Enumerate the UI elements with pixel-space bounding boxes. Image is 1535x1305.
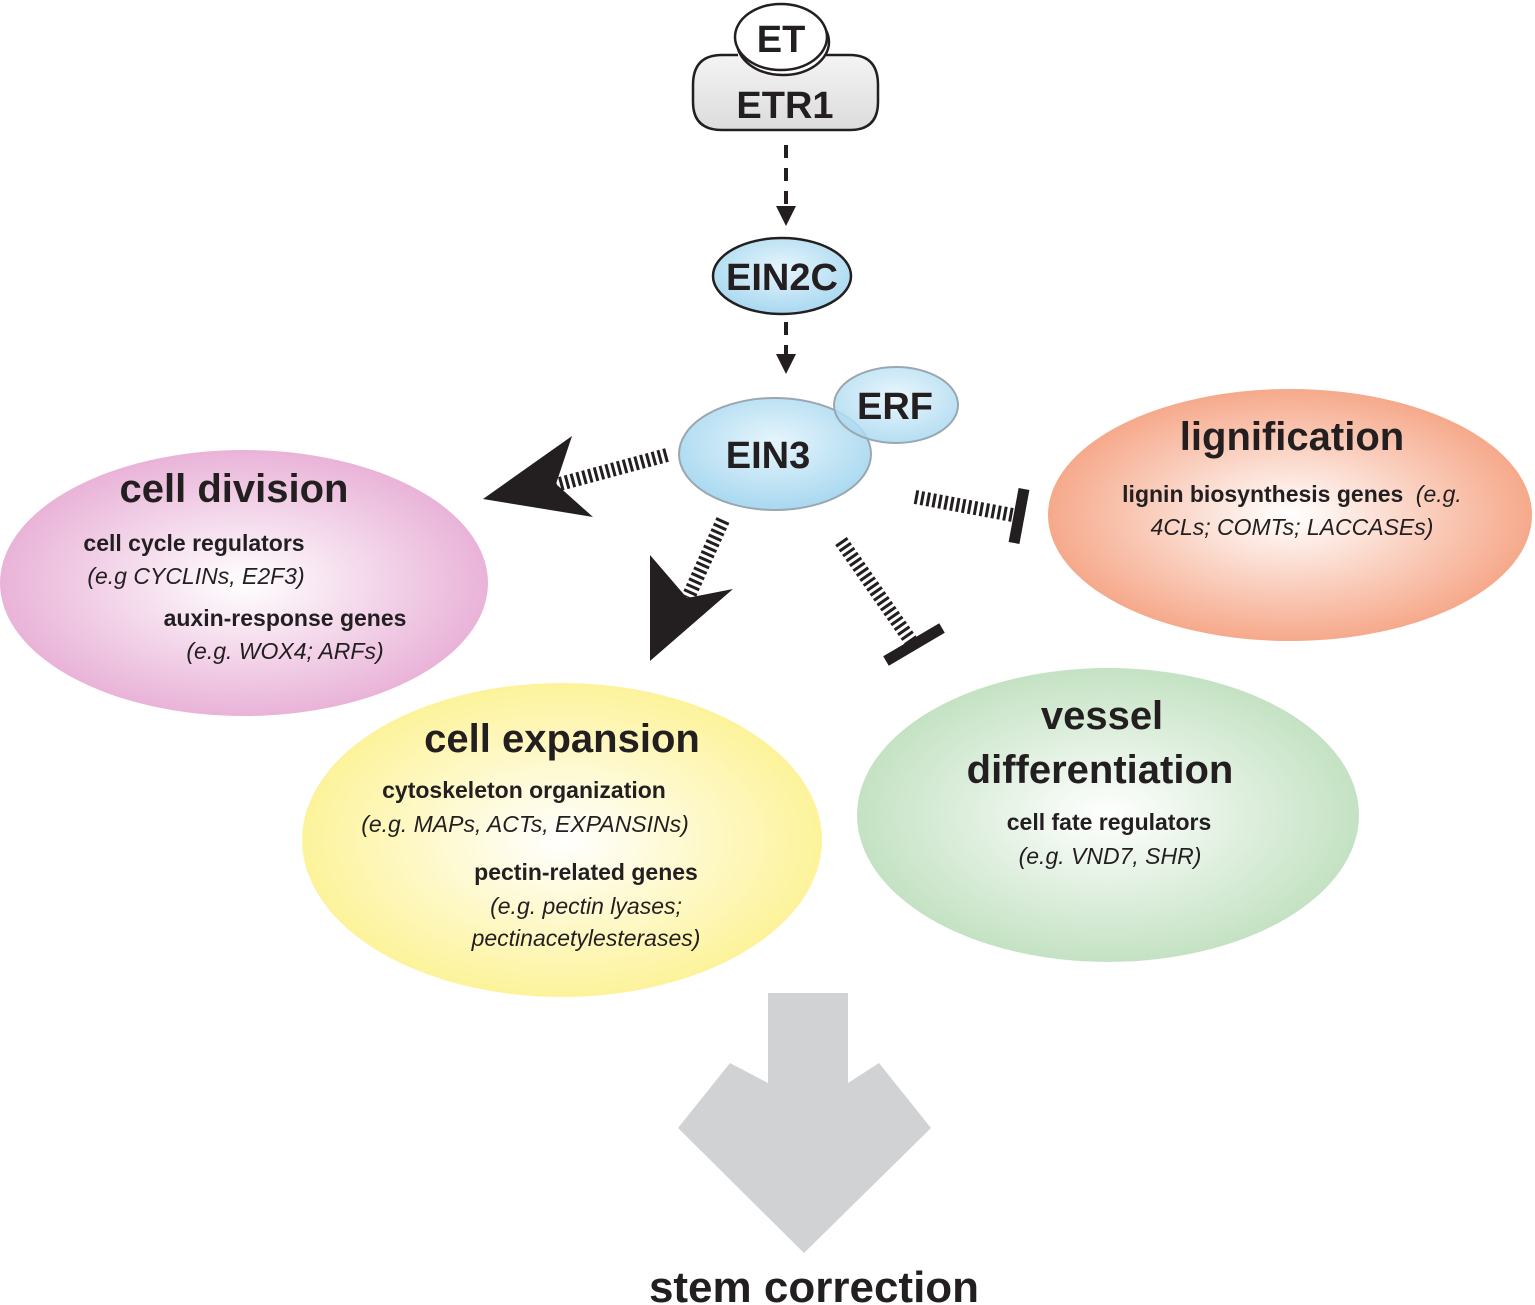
outcome-arrow: stem correction xyxy=(649,993,979,1305)
et-ligand: ET xyxy=(733,2,831,77)
vessel-differentiation-title-line2: differentiation xyxy=(967,748,1234,792)
arrow-ein3-to-cell-expansion xyxy=(650,517,733,661)
lignification-group: lignification lignin biosynthesis genes … xyxy=(1048,389,1532,641)
cell-division-ellipse xyxy=(0,450,488,716)
cell-expansion-group: cell expansion cytoskeleton organization… xyxy=(302,683,822,997)
lignin-biosynthesis-example: 4CLs; COMTs; LACCASEs) xyxy=(1151,514,1434,540)
stem-correction-label: stem correction xyxy=(649,1263,979,1305)
cell-division-group: cell division cell cycle regulators (e.g… xyxy=(0,450,488,716)
lignin-biosynthesis-line: lignin biosynthesis genes (e.g. xyxy=(1122,481,1462,507)
ein3-label: EIN3 xyxy=(726,435,810,477)
et-ligand-circle xyxy=(733,2,829,72)
vessel-differentiation-title-line1: vessel xyxy=(1041,694,1163,738)
inhibit-ein3-to-lignification xyxy=(913,487,1030,545)
outcome-arrow-shape xyxy=(678,993,931,1253)
arrow-ein2c-to-ein3 xyxy=(776,322,796,374)
cell-expansion-ellipse xyxy=(302,683,822,997)
etr1-label: ETR1 xyxy=(736,85,833,127)
vessel-differentiation-ellipse xyxy=(857,668,1359,962)
lignification-ellipse xyxy=(1048,389,1532,641)
erf-node: ERF xyxy=(833,366,959,444)
cell-fate-regulators-example: (e.g. VND7, SHR) xyxy=(1019,843,1202,869)
ein3-ellipse xyxy=(678,397,872,511)
pectin-related-genes-example: (e.g. pectin lyases; xyxy=(490,893,682,919)
cell-cycle-regulators-example: (e.g CYCLINs, E2F3) xyxy=(87,563,304,589)
ein2c-label: EIN2C xyxy=(726,257,838,299)
ein2c-node: EIN2C xyxy=(711,236,853,316)
cell-fate-regulators-heading: cell fate regulators xyxy=(1007,809,1212,835)
cell-expansion-title: cell expansion xyxy=(424,717,700,761)
ein2c-ellipse xyxy=(711,236,853,316)
lignification-title: lignification xyxy=(1180,415,1404,459)
arrow-ein3-to-cell-division xyxy=(483,436,669,517)
lignin-biosynthesis-heading: lignin biosynthesis genes xyxy=(1122,481,1403,507)
etr1-receptor: ETR1 xyxy=(691,53,880,132)
auxin-response-genes-example: (e.g. WOX4; ARFs) xyxy=(186,638,383,664)
cytoskeleton-organization-heading: cytoskeleton organization xyxy=(382,777,666,803)
cell-division-title: cell division xyxy=(120,467,349,511)
erf-ellipse xyxy=(833,366,959,444)
cytoskeleton-organization-example: (e.g. MAPs, ACTs, EXPANSINs) xyxy=(361,811,689,837)
etr1-receptor-shape xyxy=(691,53,880,132)
cell-cycle-regulators-heading: cell cycle regulators xyxy=(83,530,304,556)
ein3-node: EIN3 xyxy=(678,397,872,511)
inhibit-ein3-to-vessel-differentiation xyxy=(835,536,945,666)
vessel-differentiation-group: vessel differentiation cell fate regulat… xyxy=(857,668,1359,962)
pectin-related-genes-heading: pectin-related genes xyxy=(474,859,698,885)
auxin-response-genes-heading: auxin-response genes xyxy=(164,605,407,631)
pectin-related-genes-example-line2: pectinacetylesterases) xyxy=(471,925,701,951)
lignin-biosynthesis-example-start: (e.g. xyxy=(1416,481,1462,507)
erf-label: ERF xyxy=(857,386,933,428)
et-label: ET xyxy=(757,19,806,61)
arrow-etr1-to-ein2c xyxy=(776,145,796,226)
